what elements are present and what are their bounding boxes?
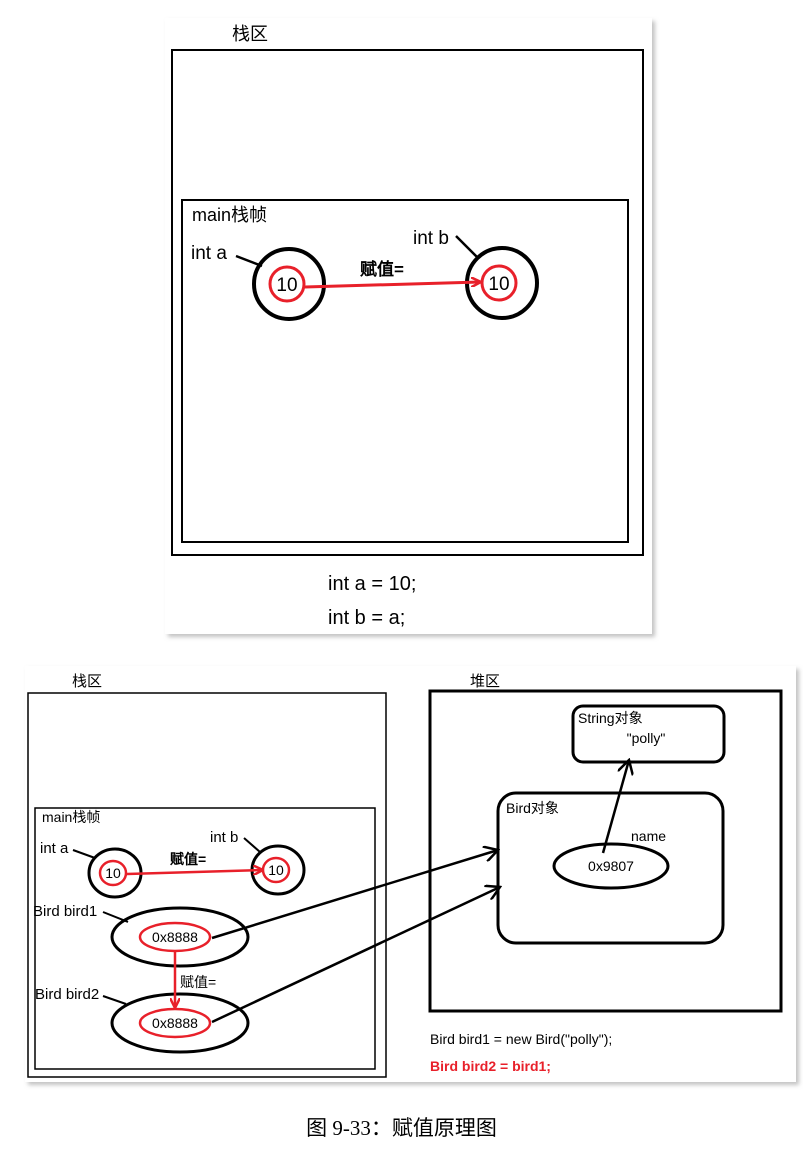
bottom-assign-arrow-int [126,870,262,874]
bottom-bird1-ref: 0x8888 [152,929,198,945]
top-panel: 栈区 main栈帧 int a 10 int b 10 赋值= int a = … [165,18,652,634]
name-to-string-arrow [601,760,629,854]
bottom-frame-label: main栈帧 [42,809,100,825]
top-code-line2: int b = a; [328,607,405,629]
bottom-panel: 栈区 main栈帧 int a 10 int b 10 赋值= Bird bir… [25,666,796,1082]
top-assign-label: 赋值= [360,259,404,279]
bottom-main-frame [34,807,376,1070]
bottom-stack-label: 栈区 [72,673,102,690]
top-var-a-label: int a [191,243,227,264]
bottom-bird2-label: Bird bird2 [35,986,99,1003]
top-main-frame [181,199,629,543]
figure-caption: 图 9-33：赋值原理图 [306,1116,497,1140]
bird1-to-object-arrow [211,850,498,940]
bird-name-ellipse [552,842,670,890]
top-stack-area [171,49,644,556]
top-frame-label: main栈帧 [192,205,267,225]
bottom-assign-label-2: 赋值= [180,974,216,990]
top-assign-arrow [304,282,480,289]
bottom-heap-label: 堆区 [470,673,500,690]
bird-object-label: Bird对象 [506,800,559,816]
top-value-a: 10 [276,275,297,296]
top-var-a-inner-circle [268,265,306,303]
bottom-var-a-label: int a [40,840,69,857]
string-object-label: String对象 [578,710,643,726]
bottom-bird1-inner-ellipse [138,921,212,953]
top-var-b-label: int b [413,228,449,249]
bottom-var-b-label: int b [210,829,238,846]
top-stack-label: 栈区 [232,24,268,44]
bottom-bird2-pointer [102,995,127,1005]
bottom-bird2-ref: 0x8888 [152,1015,198,1031]
bottom-value-a: 10 [105,865,121,881]
bottom-var-a-pointer [72,849,96,859]
bottom-code-line2: Bird bird2 = bird1; [430,1058,551,1074]
bottom-code-line1: Bird bird1 = new Bird("polly"); [430,1031,612,1047]
bottom-bird1-ellipse [110,906,250,968]
bottom-assign-label-1: 赋值= [170,851,206,867]
bird-object-box [496,791,725,945]
bird2-to-object-arrow [211,887,500,1024]
top-var-b-inner-circle [480,264,518,302]
bird-name-ref: 0x9807 [588,858,634,874]
bird-name-field-label: name [631,828,666,844]
string-object-box [571,704,726,764]
bottom-var-a-inner-circle [98,859,128,887]
bottom-heap-area [428,689,783,1013]
bottom-var-b-pointer [243,837,261,853]
bottom-bird1-label: Bird bird1 [33,903,97,920]
top-var-b-pointer [455,235,479,259]
string-object-value: "polly" [627,730,666,746]
top-var-a-outer-circle [252,247,326,321]
bottom-value-b: 10 [268,862,284,878]
top-value-b: 10 [488,274,509,295]
bottom-bird2-inner-ellipse [138,1007,212,1039]
top-panel-background [165,18,652,634]
top-code-line1: int a = 10; [328,573,416,595]
bottom-bird2-ellipse [110,992,250,1054]
